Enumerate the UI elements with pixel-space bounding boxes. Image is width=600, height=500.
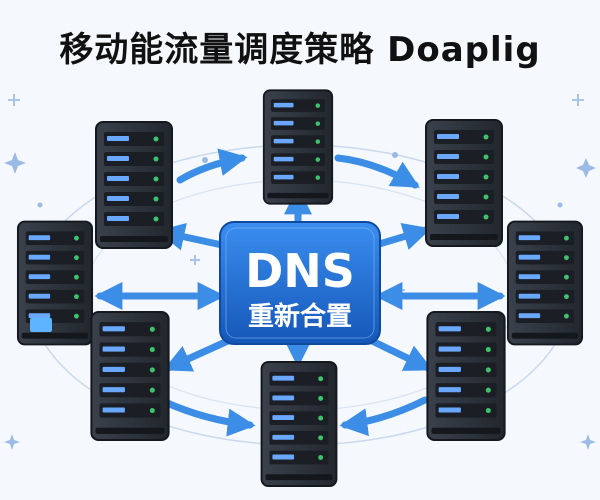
diagram-title: 移动能流量调度策略 Doaplig: [59, 30, 541, 70]
server-display: [30, 318, 52, 332]
server-icon: [90, 310, 170, 442]
arrow-hub-to-bottom-right: [366, 336, 434, 372]
server-icon: [262, 89, 334, 205]
server-icon: [506, 220, 584, 346]
dns-hub: DNS 重新合置: [219, 221, 381, 345]
arrow-hub-to-top-right: [372, 223, 432, 250]
hub-title: DNS: [245, 244, 355, 298]
arrow-top-left-to-top: [176, 148, 248, 184]
server-icon: [94, 120, 174, 250]
server-icon: [260, 360, 338, 488]
server-icon: [426, 310, 506, 442]
arrow-bottom-left-to-bottom: [161, 398, 256, 437]
server-icon: [16, 220, 94, 346]
arrow-top-to-top-right: [334, 154, 420, 189]
arrow-hub-to-bottom-left: [162, 336, 234, 372]
sparkle-icon: [4, 152, 596, 450]
arrow-bottom-right-to-bottom: [339, 396, 429, 437]
server-icon: [424, 118, 504, 248]
hub-subtitle: 重新合置: [248, 301, 352, 332]
